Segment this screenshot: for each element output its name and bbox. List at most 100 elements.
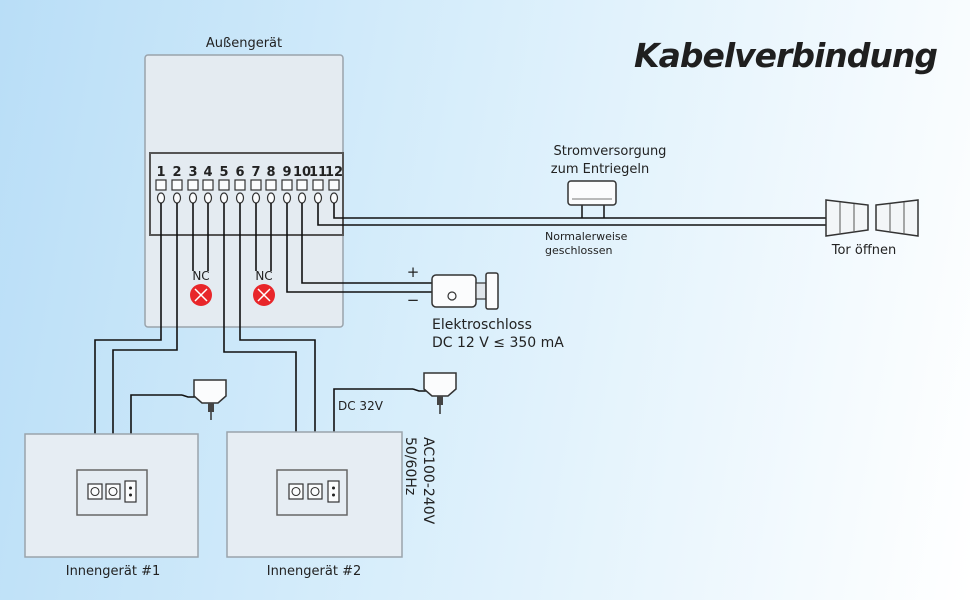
indoor-power-jack-pin: [129, 486, 132, 490]
outdoor-unit-label: Außengerät: [206, 36, 282, 51]
terminal-screws: [155, 179, 340, 204]
terminal-screw: [329, 192, 339, 204]
terminal-number: 12: [325, 165, 343, 180]
unlock-power-supply: Stromversorgung zum Entriegeln: [551, 144, 667, 218]
unlock-power-label-line2: zum Entriegeln: [551, 162, 649, 177]
indoor-terminal: [307, 483, 323, 500]
terminal-slot: [281, 179, 293, 191]
terminal-screw: [313, 192, 323, 204]
power-adapter-1: [181, 379, 227, 420]
nc-marker-1: NC: [190, 269, 212, 306]
adapter-cable: [181, 394, 196, 398]
terminal-slot: [296, 179, 308, 191]
gate-left-leaf: [825, 199, 869, 237]
terminal-number: 10: [293, 165, 311, 180]
terminal-slot: [312, 179, 324, 191]
gate-left-leaf-panels: [839, 202, 855, 234]
lock-minus-sign: −: [407, 291, 420, 309]
wire-t1-indoor1: [94, 203, 162, 488]
terminal-screw: [297, 192, 307, 204]
nc-label: NC: [255, 269, 272, 283]
indoor-terminal: [87, 483, 103, 500]
wire-lock-plus: [301, 203, 432, 284]
terminal-number: 11: [309, 165, 327, 180]
terminal-slot: [328, 179, 340, 191]
terminal-block: [149, 152, 344, 236]
lock-body: [431, 274, 477, 308]
wire-lock-minus: [286, 203, 432, 293]
indoor-unit-label: Innengerät #1: [66, 564, 161, 579]
nc-cross: [257, 288, 271, 302]
wire-t6-indoor2: [239, 203, 316, 488]
lock-keyhole: [447, 291, 457, 301]
power-adapter-2: DC 32V AC100-240V 50/60Hz: [338, 372, 457, 525]
terminal-number: 3: [188, 165, 197, 180]
indoor-terminal: [105, 483, 121, 500]
outdoor-unit-box: [144, 54, 344, 328]
indoor-terminal-screw: [291, 486, 301, 497]
adapter-ac-label-line1: AC100-240V: [420, 437, 436, 525]
terminal-slot: [234, 179, 246, 191]
gate-right-leaf: [875, 199, 919, 237]
terminal-slot: [187, 179, 199, 191]
terminal-number: 5: [219, 165, 228, 180]
electric-lock: + − Elektroschloss DC 12 V ≤ 350 mA: [407, 263, 565, 351]
normally-closed-note: Normalerweise geschlossen: [545, 230, 628, 257]
indoor-unit-1: Innengerät #1: [24, 433, 199, 579]
terminal-slot: [202, 179, 214, 191]
terminal-number: 2: [172, 165, 181, 180]
normally-closed-line2: geschlossen: [545, 244, 613, 257]
lock-label-line2: DC 12 V ≤ 350 mA: [432, 335, 564, 351]
terminal-screw: [203, 192, 213, 204]
terminal-number: 8: [266, 165, 275, 180]
terminal-slot: [218, 179, 230, 191]
wire-t5-indoor2: [223, 203, 297, 488]
indoor-power-jack-pin: [129, 493, 132, 497]
adapter-cable: [412, 388, 427, 392]
terminal-screw: [219, 192, 229, 204]
adapter-plug: [437, 396, 443, 405]
lock-plate: [485, 272, 499, 310]
adapter-ac-label-line2: 50/60Hz: [402, 437, 418, 495]
terminal-screw: [188, 192, 198, 204]
terminal-screw: [172, 192, 182, 204]
unlock-power-label-line1: Stromversorgung: [554, 144, 667, 159]
terminal-screw: [156, 192, 166, 204]
terminal-slot: [265, 179, 277, 191]
terminal-screw: [282, 192, 292, 204]
wiring: [94, 203, 828, 495]
gate: Tor öffnen: [825, 199, 919, 258]
terminal-number: 7: [251, 165, 260, 180]
terminal-screw: [251, 192, 261, 204]
lock-label-line1: Elektroschloss: [432, 317, 532, 333]
gate-label: Tor öffnen: [831, 243, 897, 258]
wire-t2-indoor1: [112, 203, 178, 488]
wire-gate-bottom: [317, 203, 828, 226]
terminal-slot: [250, 179, 262, 191]
indoor-power-jack: [124, 480, 137, 503]
indoor-power-jack: [327, 480, 340, 503]
indoor-power-jack-pin: [332, 493, 335, 497]
indoor-unit-label: Innengerät #2: [267, 564, 362, 579]
diagram-title: Kabelverbindung: [634, 36, 938, 75]
terminal-labels: 1 2 3 4 5 6 7 8 9 10 11 12: [156, 165, 343, 180]
indoor-terminal-screw: [108, 486, 118, 497]
unlock-power-box: [567, 180, 617, 206]
adapter-plug: [208, 403, 214, 412]
indoor-unit-2: Innengerät #2: [226, 431, 403, 579]
indoor-power-jack-pin: [332, 486, 335, 490]
indoor-terminal-panel: [76, 469, 148, 516]
indoor-terminal: [288, 483, 304, 500]
wire-gate-top: [333, 203, 828, 219]
lock-bolt: [475, 282, 487, 300]
adapter-body: [193, 379, 227, 404]
terminal-slot: [171, 179, 183, 191]
nc-label: NC: [192, 269, 209, 283]
terminal-number: 6: [235, 165, 244, 180]
adapter-dc-label: DC 32V: [338, 399, 384, 413]
terminal-number: 4: [203, 165, 212, 180]
nc-cross: [194, 288, 208, 302]
terminal-number: 9: [282, 165, 291, 180]
terminal-screw: [235, 192, 245, 204]
